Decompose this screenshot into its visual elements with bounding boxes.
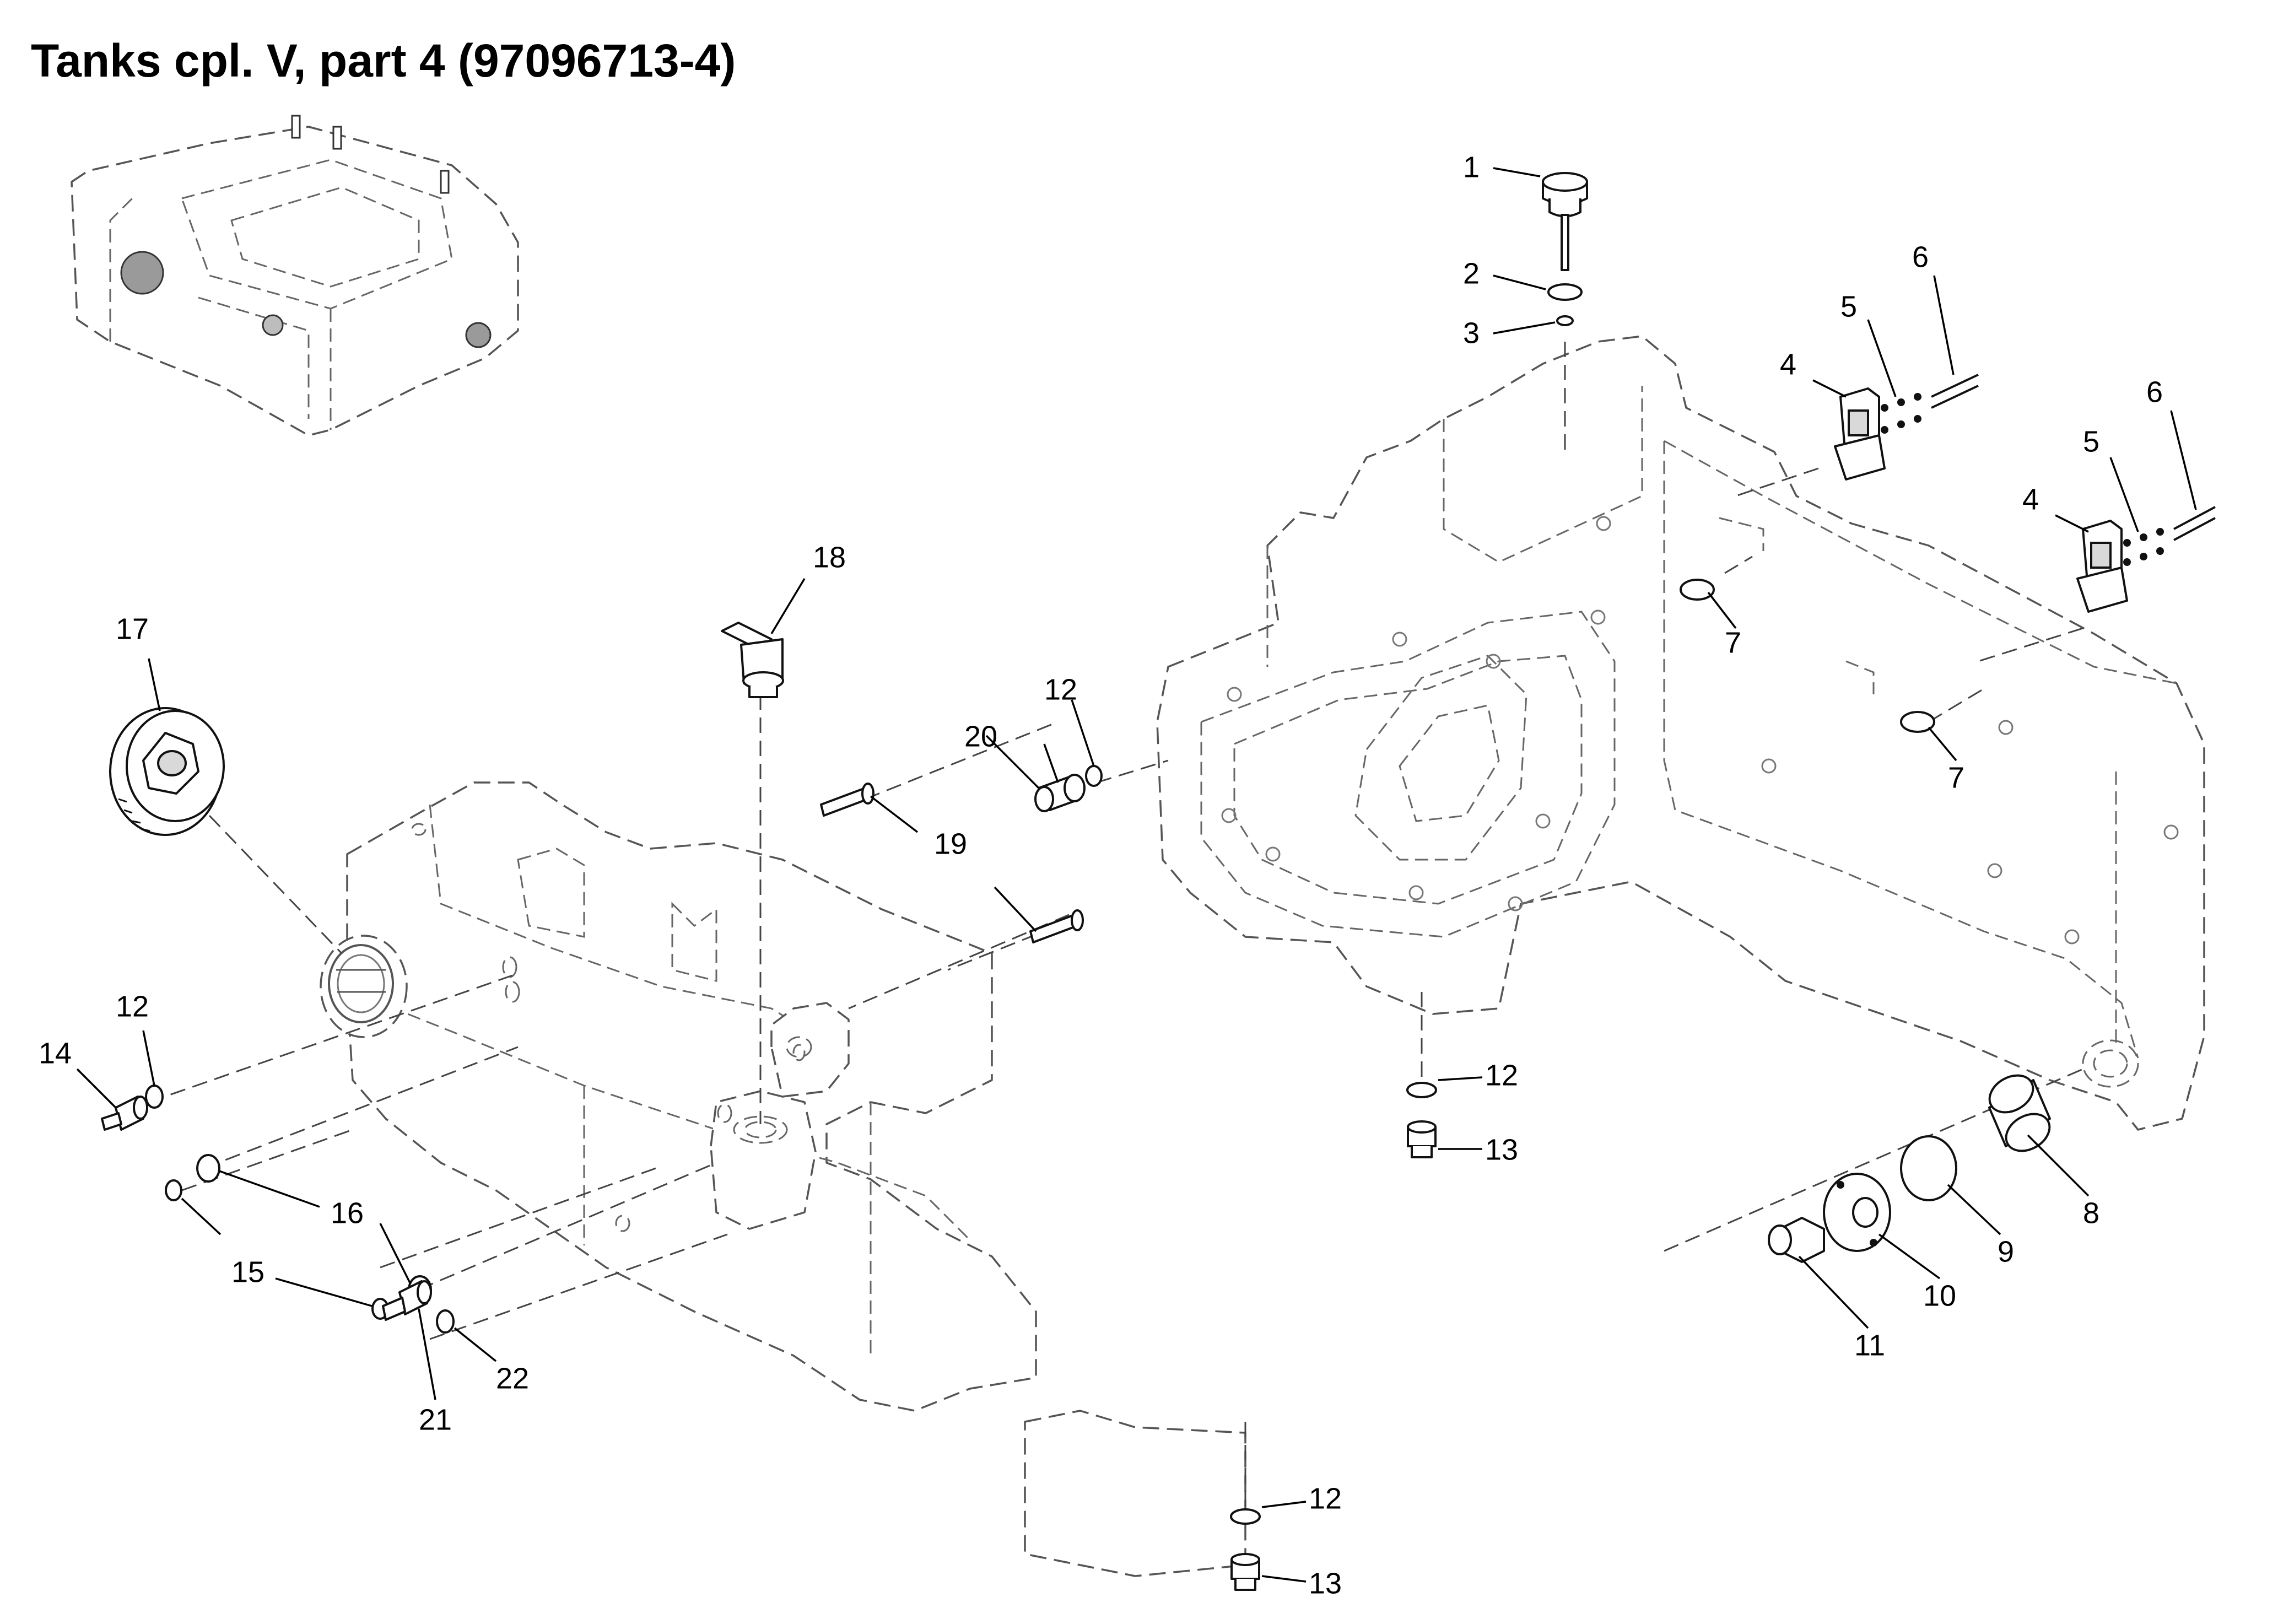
part-9-o-ring [1900,1135,1957,1201]
parts [101,172,2216,1591]
callout-4a: 4 [1780,348,1796,381]
part-6-pins [1931,374,2216,541]
callout-12a: 12 [1044,673,1077,706]
callout-5a: 5 [1840,290,1857,323]
leader-lines [76,167,2197,1583]
callout-5b: 5 [2083,425,2099,458]
part-10-flange [1823,1173,1891,1252]
part-22-ring [436,1309,455,1334]
callout-14: 14 [39,1037,72,1070]
part-18-breather-elbow [721,622,784,698]
callout-15: 15 [231,1255,264,1288]
callout-22: 22 [496,1362,529,1395]
part-12-ring-a [1085,765,1103,787]
callout-21: 21 [419,1403,452,1436]
tank-body-outline [320,335,2205,1577]
part-12-ring-b [145,1085,164,1109]
callout-16: 16 [331,1196,364,1229]
callout-2: 2 [1463,257,1480,290]
callout-9: 9 [1998,1235,2014,1268]
callout-10: 10 [1923,1279,1956,1312]
callout-11: 11 [1854,1329,1885,1362]
part-17-breather-cap [109,707,225,836]
callout-17: 17 [116,612,149,645]
part-2-washer [1547,283,1583,301]
callout-7a: 7 [1725,626,1741,659]
part-19-pins [820,783,1084,943]
callout-12b: 12 [116,990,149,1023]
callout-4b: 4 [2022,483,2039,516]
callout-6a: 6 [1912,240,1929,273]
part-7-plate-upper [1680,579,1715,601]
part-13-plug-a [1407,1120,1437,1158]
part-5-rivets [1881,393,2164,566]
part-11-plug [1768,1217,1825,1263]
overview-thumbnail [71,115,519,436]
callout-18: 18 [813,541,846,574]
part-1-filler-cap-dipstick [1542,172,1588,271]
callout-6b: 6 [2146,375,2163,408]
part-12-ring-c [1406,1082,1437,1098]
callout-12d: 12 [1309,1482,1342,1515]
callout-19: 19 [934,827,967,860]
part-8-cylinder [1988,1074,2051,1152]
callout-7b: 7 [1948,761,1964,794]
part-13-plug-b [1230,1553,1260,1591]
part-14-fitting [101,1096,148,1131]
part-3-ring [1556,315,1574,326]
part-20-fitting [1034,774,1086,812]
callouts: 1 2 3 4 5 6 4 5 6 7 7 8 9 10 11 12 12 12… [39,150,2163,1600]
diagram-title: Tanks cpl. V, part 4 (97096713-4) [31,35,736,87]
part-12-ring-d [1230,1508,1261,1525]
part-15-washer-a [165,1179,182,1201]
part-4-latch-upper [1834,387,1886,481]
part-16-washer-a [196,1154,220,1183]
callout-12c: 12 [1485,1059,1518,1092]
callout-8: 8 [2083,1196,2099,1229]
callout-13b: 13 [1309,1567,1342,1600]
callout-20: 20 [964,720,997,753]
callout-3: 3 [1463,316,1480,349]
callout-1: 1 [1463,150,1480,184]
callout-13a: 13 [1485,1133,1518,1166]
part-7-plate-lower [1900,711,1935,733]
part-21-fitting [382,1280,432,1321]
part-4-latch-lower [2076,520,2128,613]
